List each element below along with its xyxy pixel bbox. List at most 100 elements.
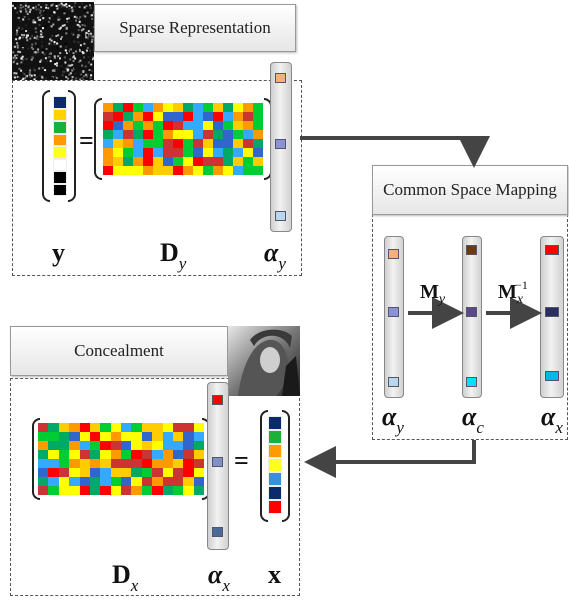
matrix-cell [203,148,213,157]
matrix-cell [121,459,132,468]
matrix-cell [143,148,153,157]
matrix-cell [141,468,153,477]
dx-bracket-left [32,418,40,500]
matrix-cell [123,121,133,130]
matrix-cell [133,157,143,166]
alpha-c-bar [462,236,482,398]
matrix-cell [203,121,213,130]
matrix-cell [89,441,101,450]
matrix-cell [113,103,123,112]
matrix-cell [183,166,193,175]
matrix-cell [123,112,133,121]
matrix-cell [172,423,184,432]
matrix-cell [121,486,132,495]
matrix-cell [58,423,70,432]
matrix-cell [69,423,80,432]
matrix-cell [223,103,233,112]
matrix-cell [133,148,143,157]
matrix-cell [100,459,111,468]
matrix-cell [121,432,132,441]
matrix-cell [223,112,233,121]
matrix-cell [89,423,101,432]
matrix-cell [131,477,142,486]
matrix-cell [193,148,203,157]
matrix-cell [110,459,121,468]
x-vector [268,416,282,514]
matrix-cell [183,121,193,130]
label-alpha-y-map-sub: y [396,418,404,437]
matrix-cell [79,423,90,432]
matrix-cell [153,157,163,166]
alpha-y-map-cell-3 [388,377,399,387]
vector-cell [53,121,67,134]
label-alpha-x-map-text: α [541,402,556,431]
matrix-cell [183,441,194,450]
matrix-cell [173,130,183,139]
vector-cell [268,472,282,486]
matrix-cell [48,486,59,495]
matrix-cell [233,166,243,175]
matrix-cell [69,441,80,450]
vector-cell [53,183,67,196]
matrix-cell [203,157,213,166]
matrix-cell [123,103,133,112]
vector-cell [268,486,282,500]
matrix-cell [253,121,263,130]
matrix-cell [123,157,133,166]
matrix-cell [162,486,173,495]
vector-cell [53,108,67,121]
matrix-cell [172,486,184,495]
vector-cell [53,96,67,109]
matrix-cell [58,486,70,495]
matrix-cell [58,468,70,477]
matrix-cell [193,423,204,432]
matrix-cell [110,486,121,495]
matrix-cell [103,139,113,148]
matrix-cell [163,121,173,130]
matrix-cell [253,130,263,139]
matrix-cell [110,441,121,450]
matrix-cell [121,477,132,486]
alpha-c-cell-3 [466,377,477,387]
matrix-cell [100,486,111,495]
matrix-cell [38,423,49,432]
matrix-cell [110,477,121,486]
matrix-cell [58,441,70,450]
matrix-cell [172,468,184,477]
alpha-x-bar-concealment [207,382,229,550]
dy-bracket-left [94,98,102,180]
matrix-cell [203,112,213,121]
label-dy-sub: y [178,254,187,273]
matrix-cell [133,130,143,139]
matrix-cell [79,486,90,495]
label-alpha-x-conceal: αx [208,562,230,595]
matrix-cell [152,450,163,459]
matrix-cell [193,459,204,468]
alpha-y-map-cell-2 [388,307,399,317]
matrix-cell [131,450,142,459]
matrix-cell [38,468,49,477]
label-dx: Dx [112,562,138,595]
matrix-cell [233,103,243,112]
matrix-cell [183,459,194,468]
matrix-cell [173,112,183,121]
matrix-cell [173,103,183,112]
matrix-cell [69,459,80,468]
matrix-cell [141,423,153,432]
matrix-cell [193,450,204,459]
matrix-cell [141,486,153,495]
matrix-cell [173,157,183,166]
sparse-representation-title: Sparse Representation [94,4,296,52]
matrix-cell [38,477,49,486]
matrix-cell [213,103,223,112]
alpha-y-map-cell-1 [388,249,399,259]
matrix-cell [103,130,113,139]
matrix-cell [69,468,80,477]
matrix-cell [213,148,223,157]
matrix-cell [141,432,153,441]
matrix-cell [223,157,233,166]
matrix-cell [123,166,133,175]
label-alpha-y-map-text: α [382,402,397,431]
matrix-cell [38,450,49,459]
